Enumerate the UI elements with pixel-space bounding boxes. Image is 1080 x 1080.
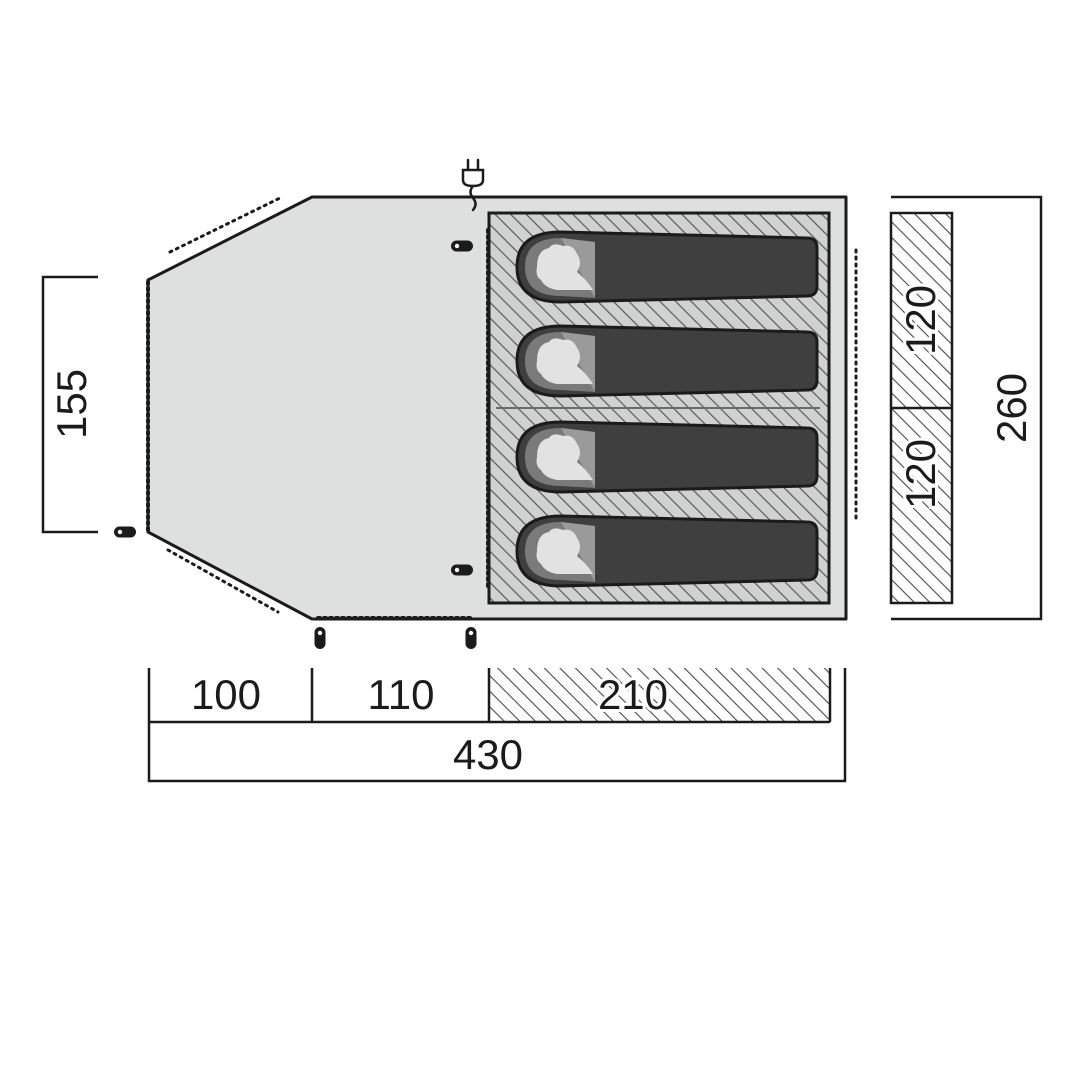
top-side-dots — [168, 196, 282, 254]
sleeping-bag-icon — [515, 324, 819, 398]
bedroom-depth-hatch — [489, 668, 829, 722]
bedroom-width-top-label: 120 — [897, 285, 944, 355]
vestibule-depth-label: 100 — [191, 671, 261, 718]
power-plug-icon — [461, 158, 485, 212]
sleeping-bag-icon — [515, 230, 819, 304]
total-width-label: 260 — [988, 373, 1035, 443]
bedroom-width-bottom-label: 120 — [897, 439, 944, 509]
sleeping-bag-icon — [515, 420, 819, 494]
tent-peg-icon — [451, 564, 473, 576]
vestibule-height-label: 155 — [48, 369, 95, 439]
vestibule-height-dimension: 155 — [41, 275, 98, 534]
living-depth-label: 110 — [368, 671, 435, 718]
bedroom-depth-label: 210 — [598, 671, 668, 718]
total-length-label: 430 — [453, 731, 523, 778]
tent-peg-icon — [314, 627, 326, 649]
length-dimensions: 100 110 210 430 — [147, 668, 847, 783]
bedroom — [487, 211, 831, 605]
width-dimensions: 120 120 260 — [889, 195, 1043, 621]
bottom-side-dots — [166, 548, 280, 614]
tent-peg-icon — [451, 240, 473, 252]
tent-peg-icon — [114, 526, 136, 538]
tent-peg-icon — [465, 627, 477, 649]
sleeping-bag-icon — [515, 514, 819, 588]
